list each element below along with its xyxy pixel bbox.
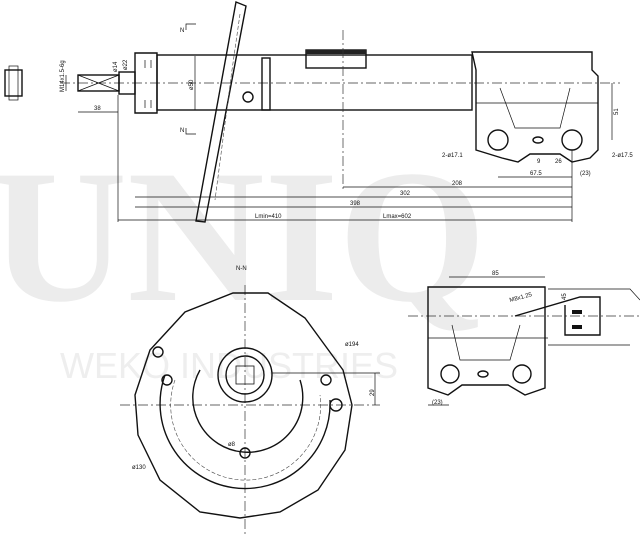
top-cap xyxy=(134,52,158,114)
hole-left-label: 2-ø17.1 xyxy=(442,153,463,159)
thread-label: M14x1.5-6g xyxy=(60,60,66,92)
offset-label: 29 xyxy=(370,389,376,396)
piston-rod xyxy=(77,71,136,95)
outer-diameter-label: ø194 xyxy=(345,342,359,348)
thread-length-label: 38 xyxy=(94,106,101,112)
dim-398-label: 398 xyxy=(350,201,361,207)
dim-51-label: 51 xyxy=(614,108,620,115)
dim-302-label: 302 xyxy=(400,191,411,197)
cap-diameter-label: ø22 xyxy=(123,59,129,70)
rod-diameter-label: ø14 xyxy=(113,61,119,72)
section-title: N-N xyxy=(236,266,247,272)
dimension-lines xyxy=(65,56,613,222)
hole-diameter-label: ø8 xyxy=(228,442,236,448)
dim-208-label: 208 xyxy=(452,181,463,187)
strut-body xyxy=(156,54,473,111)
lmin-label: Lmin=410 xyxy=(255,214,282,220)
dim-26-label: 26 xyxy=(555,159,562,165)
mount-hole-left xyxy=(487,129,509,151)
bracket-width-label: 85 xyxy=(492,271,499,277)
inner-diameter-label: ø130 xyxy=(132,465,146,471)
body-diameter-label: ø50 xyxy=(189,79,195,90)
bolt-label: M8x1.25 xyxy=(509,292,533,304)
mount-hole-right xyxy=(561,129,583,151)
nut xyxy=(4,65,23,101)
dim-9-label: 9 xyxy=(537,159,541,165)
angle-label: 45 xyxy=(562,293,568,300)
knuckle-bracket xyxy=(471,51,599,163)
watermark-logo: UNIQ xyxy=(0,132,486,342)
lmax-label: Lmax=602 xyxy=(383,214,412,220)
bracket-dim-23-label: (23) xyxy=(432,400,443,406)
section-marker-bottom: N xyxy=(180,128,184,134)
bracket-side-view xyxy=(408,276,640,406)
hole-right-label: 2-ø17.5 xyxy=(612,153,633,159)
section-marker-top: N xyxy=(180,28,184,34)
hole-spacing-label: 67.5 xyxy=(530,171,542,177)
spring-seat-plate xyxy=(195,1,247,223)
dim-23-label: (23) xyxy=(580,171,591,177)
top-mount-section xyxy=(120,285,380,535)
